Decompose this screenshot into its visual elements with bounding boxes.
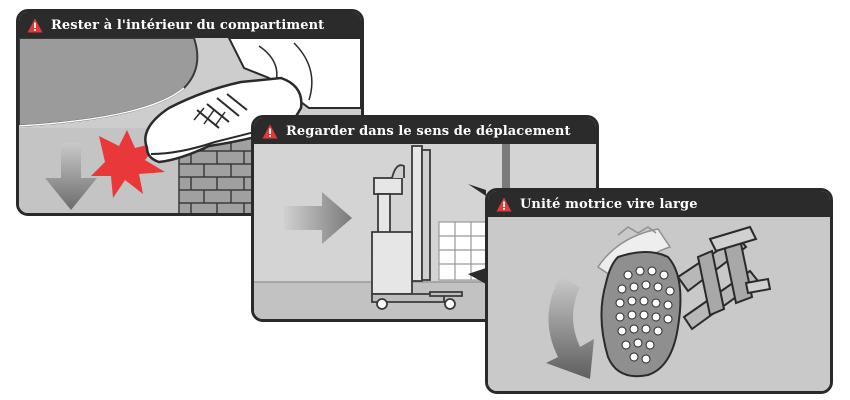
card-title: Rester à l'intérieur du compartiment: [51, 17, 325, 33]
curved-arrow-icon: [546, 277, 594, 379]
warning-triangle-icon: [27, 18, 43, 32]
card-title: Regarder dans le sens de déplacement: [286, 123, 571, 139]
reach-truck-illustration: [371, 145, 463, 310]
warning-triangle-icon: [496, 197, 512, 211]
warning-card-wide-swing: Unité motrice vire large: [485, 188, 833, 394]
card-title: Unité motrice vire large: [520, 196, 698, 212]
wide-swing-illustration: [488, 217, 830, 391]
card-title-bar: Regarder dans le sens de déplacement: [254, 118, 596, 144]
down-arrow-icon: [45, 143, 97, 210]
drive-unit-illustration: [600, 251, 682, 378]
card-title-bar: Unité motrice vire large: [488, 191, 830, 217]
warning-triangle-icon: [262, 124, 278, 138]
mast-assembly: [676, 225, 772, 331]
right-arrow-icon: [284, 192, 352, 244]
card-title-bar: Rester à l'intérieur du compartiment: [19, 12, 361, 38]
